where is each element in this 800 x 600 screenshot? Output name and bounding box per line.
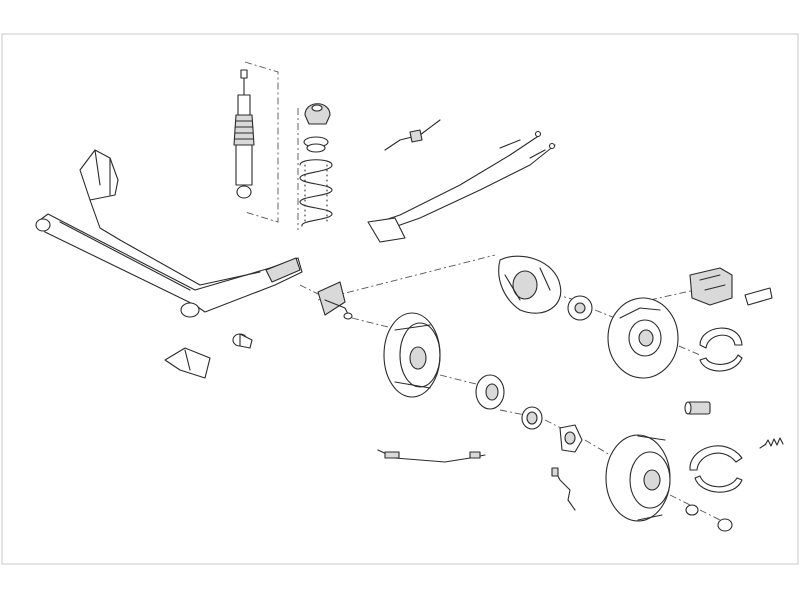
brake-pads [744,287,773,306]
brake-pipe [551,467,576,511]
wheel-hub [475,295,593,410]
brake-backing-plate-disc [498,255,562,314]
parking-brake-cable [367,119,556,243]
brake-shoes [689,327,743,493]
wheel-bearing [521,406,543,430]
assembly-guide-lines [244,61,721,521]
brake-drum [605,434,671,522]
stub-axle [317,281,353,320]
brake-backing-plate-drum [383,312,441,398]
mounting-bracket [164,347,211,379]
brake-disc [607,297,679,379]
hub-cap [685,504,733,532]
return-spring [759,437,784,449]
hub-nut [559,424,583,453]
bushing [232,333,253,349]
coil-spring-assembly [299,103,333,227]
shock-absorber [233,69,255,199]
diagram-border [1,33,799,565]
rear-axle-beam [35,149,303,318]
brake-caliper [689,267,733,306]
wheel-cylinder [684,401,711,415]
brake-hose [377,449,486,463]
